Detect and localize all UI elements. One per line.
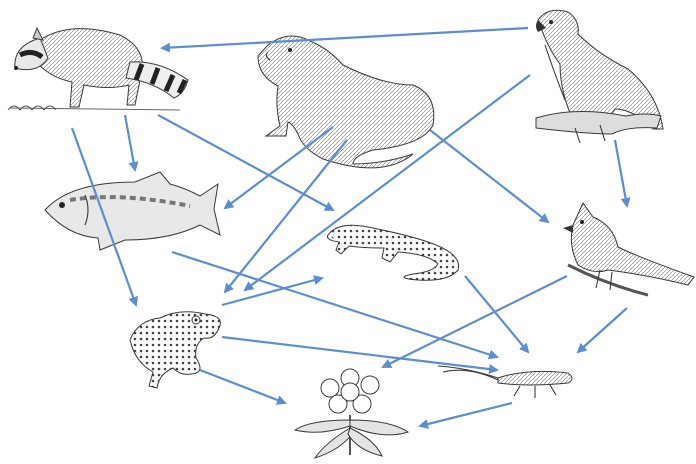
- arrow-salamander-to-caddisfly: [465, 276, 528, 352]
- raccoon-icon: [8, 28, 188, 110]
- flower-plant-icon: [295, 369, 408, 458]
- arrow-hawk-to-cardinal: [615, 140, 627, 206]
- arrow-frog-to-salamander: [222, 278, 322, 305]
- insect-icon: [438, 366, 572, 398]
- arrow-raccoon-to-bass: [125, 115, 135, 170]
- fish-icon: [45, 172, 220, 250]
- arrow-otter-to-cardinal: [430, 130, 548, 222]
- arrow-frog-to-rhododendron: [200, 370, 285, 403]
- arrow-frog-to-caddisfly: [222, 337, 497, 370]
- arrow-hawk-to-raccoon: [162, 28, 528, 48]
- salamander-icon: [327, 225, 458, 280]
- otter-icon: [258, 36, 434, 168]
- arrow-cardinal-to-caddisfly: [578, 308, 627, 352]
- frog-icon: [130, 312, 220, 388]
- arrow-caddisfly-to-rhododendron: [420, 403, 512, 426]
- hawk-icon: [536, 10, 663, 143]
- cardinal-bird-icon: [563, 203, 694, 295]
- arrow-otter-to-bass: [225, 127, 333, 208]
